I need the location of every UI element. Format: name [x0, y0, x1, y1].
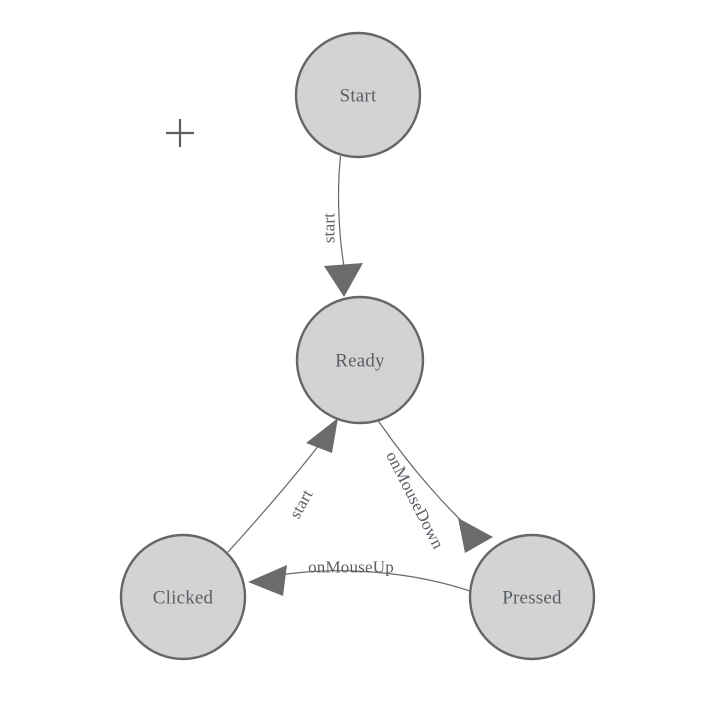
node-pressed-circle[interactable] [468, 533, 596, 661]
node-pressed[interactable]: Pressed [468, 533, 596, 661]
edge-label-ready-to-pressed: onMouseDown [382, 448, 448, 552]
edge-layer [227, 155, 493, 596]
edge-ready-to-pressed-arrowhead [458, 518, 493, 553]
edge-start-to-ready-path[interactable] [337, 155, 346, 273]
node-ready[interactable]: Ready [295, 295, 425, 425]
edge-clicked-to-ready[interactable] [227, 418, 338, 553]
edge-start-to-ready[interactable] [324, 155, 363, 297]
edge-label-pressed-to-clicked: onMouseUp [308, 558, 394, 577]
node-start[interactable]: Start [294, 31, 422, 159]
node-clicked-circle[interactable] [119, 533, 247, 661]
node-pressed-label: Pressed [502, 588, 562, 609]
node-clicked[interactable]: Clicked [119, 533, 247, 661]
edge-ready-to-pressed[interactable] [376, 418, 493, 553]
edge-clicked-to-ready-arrowhead [306, 418, 338, 453]
edge-start-to-ready-arrowhead [324, 263, 363, 297]
edge-label-start-to-ready: start [320, 213, 339, 243]
edge-clicked-to-ready-path[interactable] [227, 440, 323, 553]
node-clicked-label: Clicked [153, 588, 214, 609]
node-start-label: Start [340, 86, 377, 107]
node-ready-label: Ready [335, 351, 385, 372]
edge-label-clicked-to-ready: start [285, 486, 316, 522]
edge-pressed-to-clicked-arrowhead [248, 565, 287, 596]
node-start-circle[interactable] [294, 31, 422, 159]
edge-pressed-to-clicked[interactable] [248, 565, 471, 596]
node-ready-circle[interactable] [295, 295, 425, 425]
node-layer: Start Ready Clicked Pressed [119, 31, 596, 661]
plus-crosshair-icon[interactable] [166, 119, 194, 147]
